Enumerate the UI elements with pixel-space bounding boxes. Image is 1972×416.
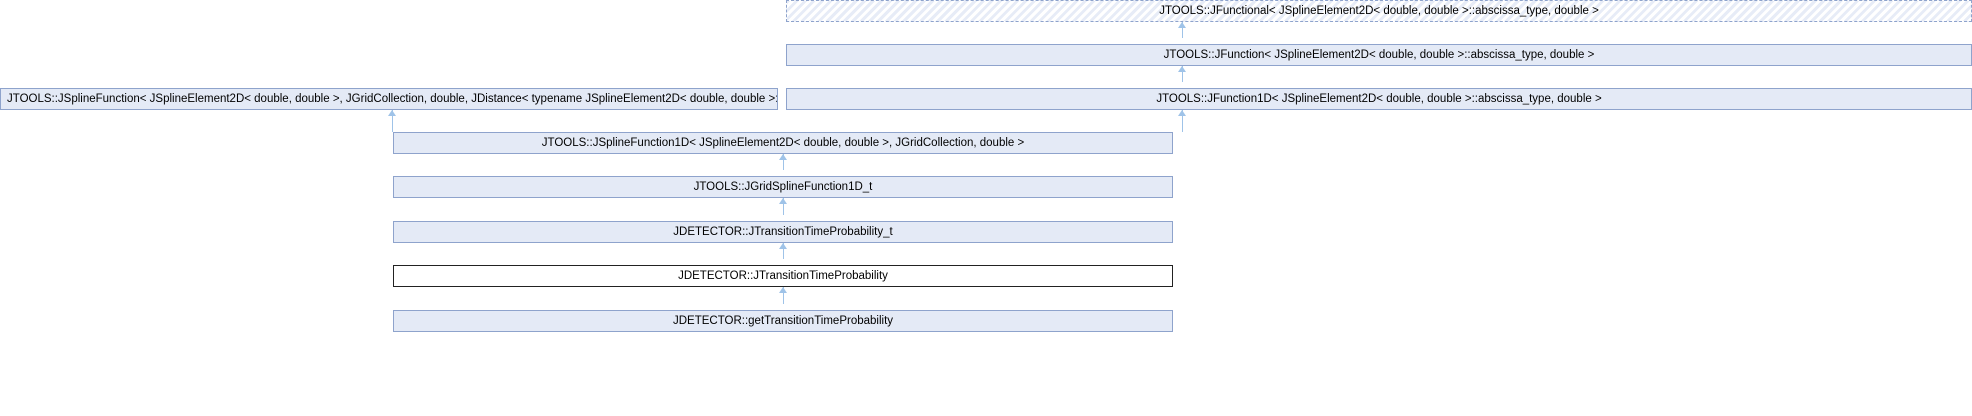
node-jfunction1d[interactable]: JTOOLS::JFunction1D< JSplineElement2D< d… (786, 88, 1972, 110)
node-label: JTOOLS::JFunction< JSplineElement2D< dou… (1163, 49, 1595, 61)
node-label: JTOOLS::JSplineFunction1D< JSplineElemen… (541, 137, 1025, 149)
edge-jsplinefunction1d-to-jfunction1d-v1 (1182, 110, 1183, 126)
edge-jfunction1d-to-jfunction (1182, 66, 1183, 82)
node-jfunctional[interactable]: JTOOLS::JFunctional< JSplineElement2D< d… (786, 0, 1972, 22)
node-label: JDETECTOR::getTransitionTimeProbability (672, 315, 894, 327)
edge-jgridspline-to-jsplinefunction1d (783, 154, 784, 170)
edge-jsplinefunction1d-to-jsplinefunction-v2 (392, 126, 393, 132)
edge-arrow-jgridspline (779, 198, 787, 204)
node-jsplinefunction1d[interactable]: JTOOLS::JSplineFunction1D< JSplineElemen… (393, 132, 1173, 154)
node-jtransitiontimeprobability-t[interactable]: JDETECTOR::JTransitionTimeProbability_t (393, 221, 1173, 243)
edge-getjttp-to-jttp (783, 287, 784, 304)
edge-jfunction-to-jfunctional (1182, 22, 1183, 38)
node-label: JDETECTOR::JTransitionTimeProbability_t (673, 226, 893, 238)
edge-jsplinefunction1d-to-jfunction1d-v2 (1182, 126, 1183, 132)
node-jgridsplinefunction1d-t[interactable]: JTOOLS::JGridSplineFunction1D_t (393, 176, 1173, 198)
edge-jttp-to-jttp-t (783, 243, 784, 259)
node-jtransitiontimeprobability[interactable]: JDETECTOR::JTransitionTimeProbability (393, 265, 1173, 287)
node-label: JTOOLS::JGridSplineFunction1D_t (693, 181, 873, 193)
edge-arrow-jsplinefunction1d (779, 154, 787, 160)
edge-arrow-jfunction (1178, 66, 1186, 72)
edge-jsplinefunction1d-to-jsplinefunction-v1 (392, 110, 393, 126)
node-label: JTOOLS::JSplineFunction< JSplineElement2… (7, 93, 778, 105)
edge-jttp-t-to-jgridspline (783, 198, 784, 215)
edge-arrow-jfunction1d (1178, 110, 1186, 116)
node-jfunction[interactable]: JTOOLS::JFunction< JSplineElement2D< dou… (786, 44, 1972, 66)
edge-arrow-jttp-t (779, 243, 787, 249)
node-gettransitiontimeprobability[interactable]: JDETECTOR::getTransitionTimeProbability (393, 310, 1173, 332)
edge-arrow-jsplinefunction (388, 110, 396, 116)
node-label: JDETECTOR::JTransitionTimeProbability (678, 270, 888, 282)
edge-arrow-jfunctional (1178, 22, 1186, 28)
edge-arrow-jttp (779, 287, 787, 293)
node-jsplinefunction[interactable]: JTOOLS::JSplineFunction< JSplineElement2… (0, 88, 778, 110)
node-label: JTOOLS::JFunction1D< JSplineElement2D< d… (1156, 93, 1602, 105)
node-label: JTOOLS::JFunctional< JSplineElement2D< d… (1159, 5, 1599, 17)
